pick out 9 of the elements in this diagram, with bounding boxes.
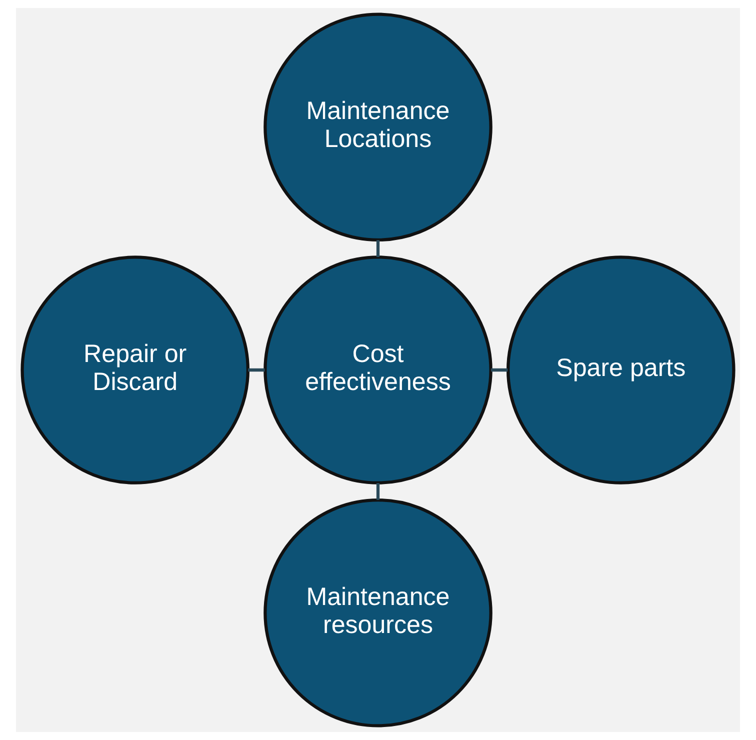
node-circle: Maintenance Locations	[264, 12, 492, 242]
connector	[490, 368, 508, 372]
connector	[248, 368, 265, 372]
node-circle: Cost effectiveness	[264, 256, 492, 484]
node-circle: Repair or Discard	[20, 256, 250, 484]
node-circle: Maintenance resources	[264, 498, 492, 728]
connector	[376, 483, 380, 500]
connector	[376, 240, 380, 258]
node-circle: Spare parts	[506, 256, 736, 484]
